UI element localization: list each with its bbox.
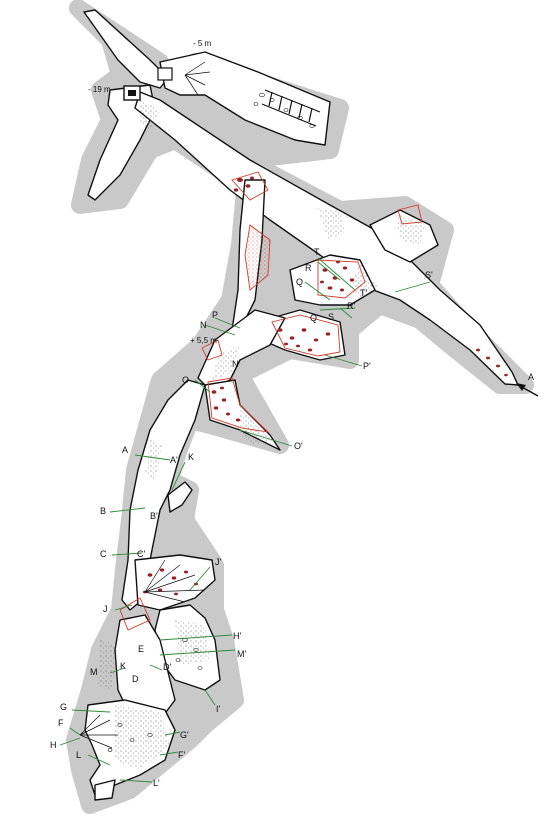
section-label: L' (153, 778, 160, 788)
section-label: O' (294, 441, 303, 451)
section-label: T' (360, 288, 367, 298)
section-label: T (314, 247, 320, 257)
section-label: A' (170, 455, 178, 465)
section-label: N' (232, 359, 240, 369)
section-labels: T R Q T' R' S Q' S' P N N' P' O O' A A A… (50, 247, 534, 788)
deposit-zones (119, 171, 423, 631)
section-label: J (103, 604, 108, 614)
section-label: A (122, 445, 128, 455)
section-label: F' (178, 750, 185, 760)
section-label: N (200, 320, 207, 330)
section-label: D' (163, 662, 171, 672)
section-label: M' (237, 649, 246, 659)
section-label: K (120, 661, 126, 671)
section-label: K (188, 452, 194, 462)
depth-label-minus-5: - 5 m (193, 39, 212, 48)
section-label: P' (363, 361, 371, 371)
section-label: I' (216, 704, 221, 714)
cross-section-lines (59, 257, 431, 783)
section-label: B' (150, 511, 158, 521)
section-label: R (305, 263, 312, 273)
section-label: E (138, 644, 144, 654)
section-label: P (212, 310, 218, 320)
section-label: S' (425, 270, 433, 280)
flow-lines (79, 61, 211, 749)
section-label: D (132, 674, 139, 684)
ladder-icon (261, 89, 321, 127)
section-label: Q' (310, 313, 319, 323)
entrance-arrow-icon (516, 383, 539, 397)
depth-labels: - 5 m - 19 m + 5,5 m (88, 39, 217, 345)
section-label: L (76, 750, 81, 760)
section-label: A (528, 372, 534, 382)
section-label: G' (180, 730, 189, 740)
section-label: F (58, 718, 64, 728)
section-label: R' (347, 301, 355, 311)
depth-label-minus-19: - 19 m (88, 85, 111, 94)
section-label: C (100, 549, 107, 559)
section-label: M (90, 667, 98, 677)
section-label: G (60, 702, 67, 712)
section-label: B (100, 506, 106, 516)
section-label: J' (215, 557, 222, 567)
depth-label-plus-5-5: + 5,5 m (190, 336, 217, 345)
section-label: H (50, 740, 57, 750)
shaft-icon (123, 67, 173, 101)
section-label: O (182, 375, 189, 385)
section-label: H' (233, 631, 241, 641)
section-label: S (328, 312, 334, 322)
section-label: C' (137, 549, 145, 559)
section-label: Q (296, 277, 303, 287)
